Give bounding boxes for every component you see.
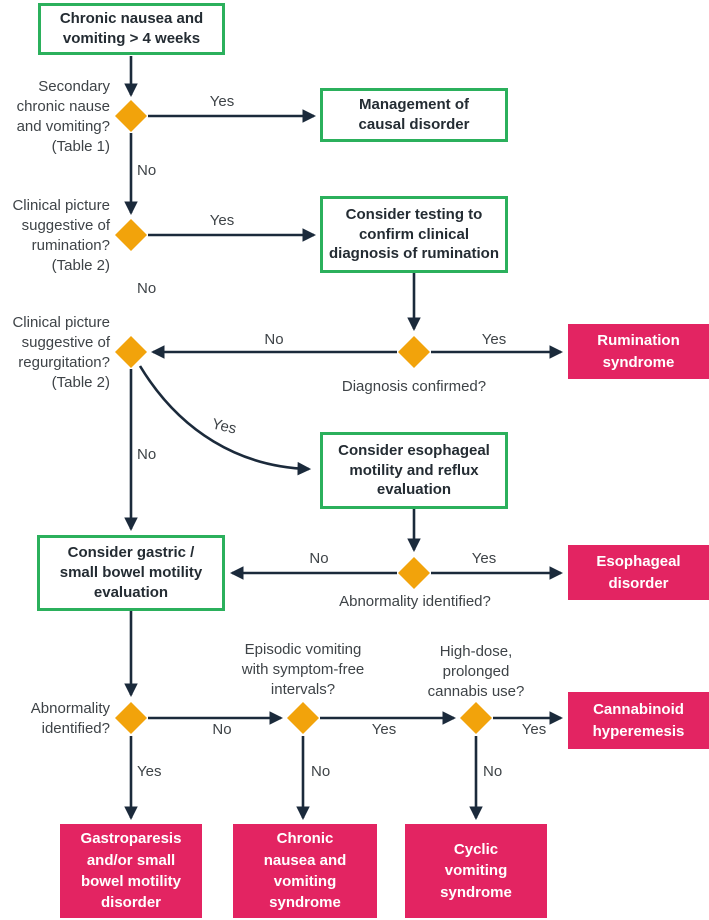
decision-diamond-episodic xyxy=(287,702,319,734)
question-episodic: Episodic vomiting with symptom-free inte… xyxy=(241,641,365,698)
start-box: Chronic nausea and vomiting > 4 weeks xyxy=(38,3,225,55)
decision-diamond-abnormality-1 xyxy=(398,557,430,589)
gastroparesis-box: Gastroparesis and/or small bowel motilit… xyxy=(60,824,202,918)
edge-label-no-abnormality-2: No xyxy=(212,721,232,738)
edge-label-no-diagnosis: No xyxy=(264,331,284,348)
question-abnormality-2: Abnormality identified? xyxy=(30,700,110,737)
question-secondary: Secondary chronic nause and vomiting? (T… xyxy=(16,78,110,155)
decision-diamond-regurgitation xyxy=(115,336,147,368)
cyclic-syndrome-box: Cyclic vomiting syndrome xyxy=(405,824,547,918)
question-cannabis: High-dose, prolonged cannabis use? xyxy=(427,643,525,700)
edge-label-yes-episodic: Yes xyxy=(371,721,397,738)
question-diagnosis-confirmed: Diagnosis confirmed? xyxy=(341,378,487,395)
edge-label-yes-cannabis: Yes xyxy=(521,721,547,738)
question-rumination: Clinical picture suggestive of ruminatio… xyxy=(12,197,110,274)
gastric-eval-box: Consider gastric / small bowel motility … xyxy=(37,535,225,611)
edge-label-yes-secondary: Yes xyxy=(209,93,235,110)
testing-box: Consider testing to confirm clinical dia… xyxy=(320,196,508,273)
edge-label-yes-abnormality-1: Yes xyxy=(471,550,497,567)
edge-label-no-regurgitation: No xyxy=(137,446,157,463)
edge-label-yes-rumination: Yes xyxy=(209,212,235,229)
decision-diamond-secondary xyxy=(115,100,147,132)
edge-label-no-abnormality-1: No xyxy=(309,550,329,567)
question-abnormality-1: Abnormality identified? xyxy=(339,593,491,610)
edge-label-yes-abnormality-2-down: Yes xyxy=(137,763,162,780)
arrow-regurgitation-yes-curve xyxy=(138,365,312,476)
decision-diamond-cannabis xyxy=(460,702,492,734)
decision-diamond-abnormality-2 xyxy=(115,702,147,734)
management-box: Management of causal disorder xyxy=(320,88,508,142)
edge-label-no-episodic-down: No xyxy=(311,763,331,780)
esophageal-disorder-box: Esophageal disorder xyxy=(568,545,709,600)
edge-label-yes-diagnosis: Yes xyxy=(481,331,507,348)
esophageal-eval-box: Consider esophageal motility and reflux … xyxy=(320,432,508,509)
question-regurgitation: Clinical picture suggestive of regurgita… xyxy=(12,314,110,391)
edge-label-no-cannabis-down: No xyxy=(483,763,503,780)
decision-diamond-rumination xyxy=(115,219,147,251)
cannabinoid-hyperemesis-box: Cannabinoid hyperemesis xyxy=(568,692,709,749)
decision-diamond-diagnosis-confirmed xyxy=(398,336,430,368)
chronic-syndrome-box: Chronic nausea and vomiting syndrome xyxy=(233,824,377,918)
edge-label-no-rumination: No xyxy=(137,280,157,297)
rumination-syndrome-box: Rumination syndrome xyxy=(568,324,709,379)
edge-label-no-secondary: No xyxy=(137,162,157,179)
